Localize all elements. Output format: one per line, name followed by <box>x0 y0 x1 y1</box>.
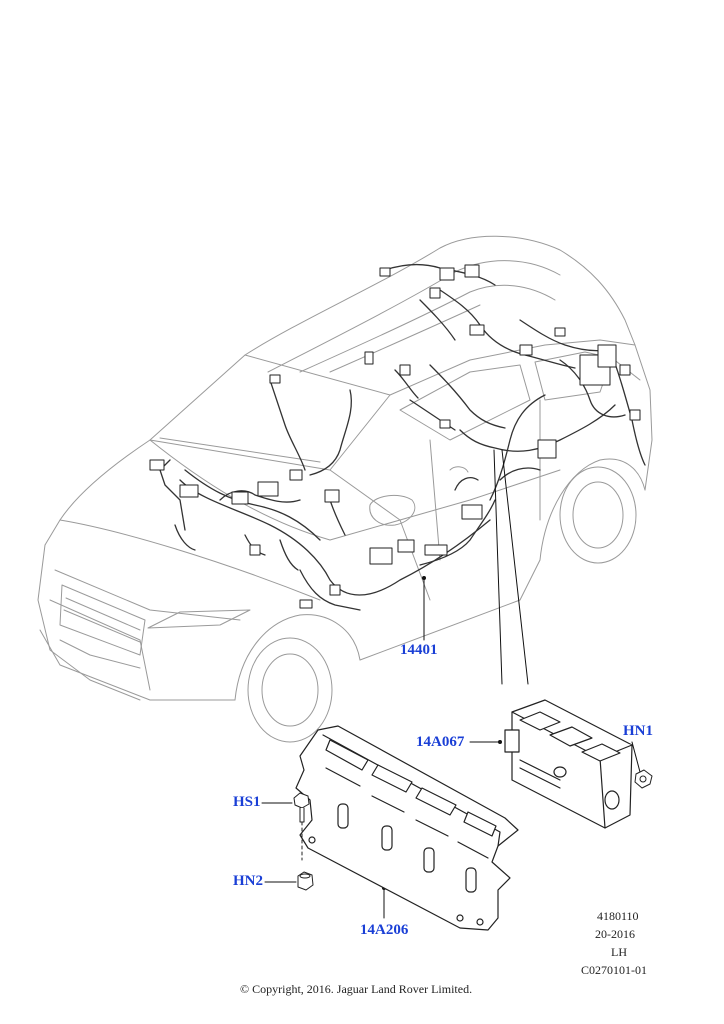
callout-hn1[interactable]: HN1 <box>623 723 653 739</box>
wiring-harness <box>159 264 646 611</box>
callout-14a067[interactable]: 14A067 <box>416 734 465 750</box>
stud-hs1-part <box>293 792 310 861</box>
illustration-side: LH <box>611 945 627 959</box>
nut-hn1-part <box>634 769 653 789</box>
bracket-part <box>295 725 519 931</box>
illustration-date: 20-2016 <box>595 927 635 941</box>
callout-hn2[interactable]: HN2 <box>233 873 263 889</box>
leader-lines <box>261 449 641 919</box>
callout-14a206[interactable]: 14A206 <box>360 922 409 938</box>
harness-connectors <box>149 264 641 609</box>
illustration-code: C0270101-01 <box>581 963 647 977</box>
nut-hn2-part <box>297 871 314 891</box>
illustration-number: 4180110 <box>597 909 639 923</box>
control-module-part <box>504 699 633 829</box>
callout-hs1[interactable]: HS1 <box>233 794 261 810</box>
copyright-notice: © Copyright, 2016. Jaguar Land Rover Lim… <box>240 982 473 996</box>
callout-14401[interactable]: 14401 <box>400 642 438 658</box>
vehicle-outline <box>37 235 653 743</box>
